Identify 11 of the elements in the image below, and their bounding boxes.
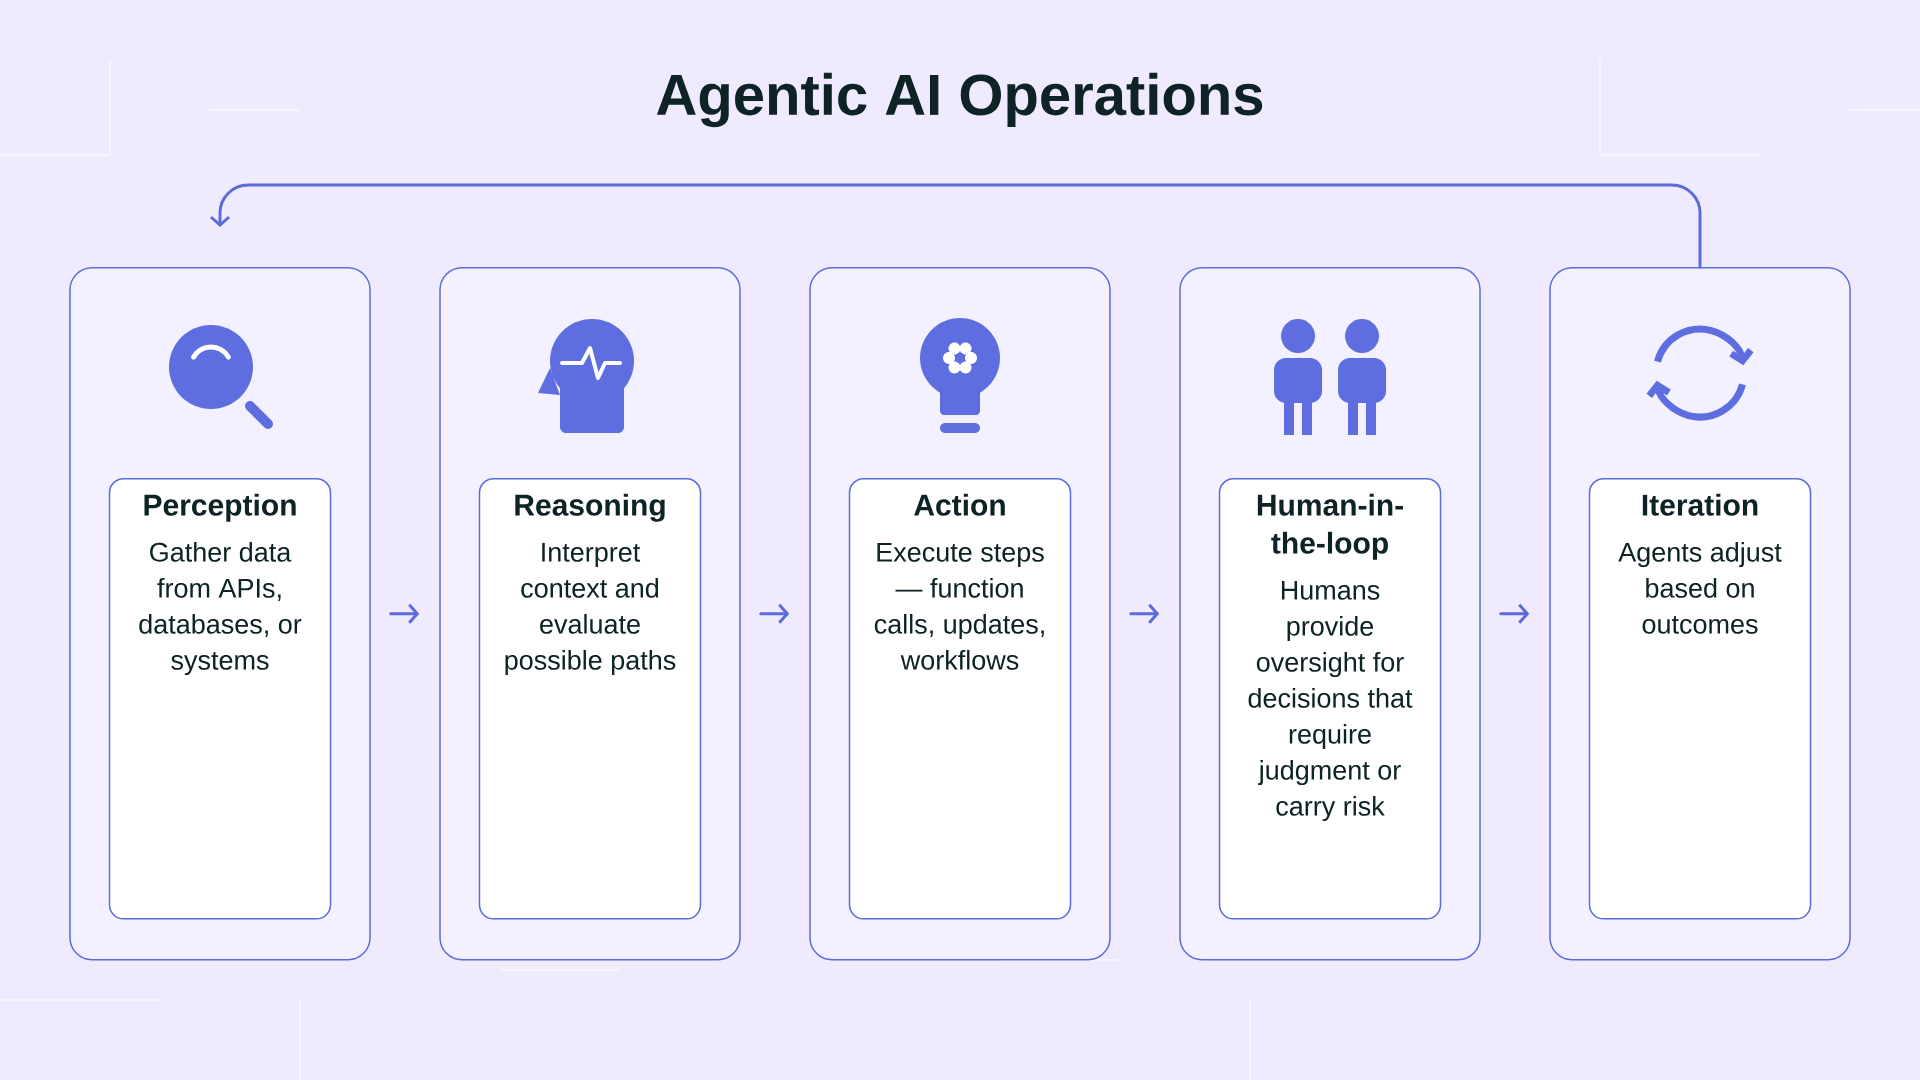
text-box: Iteration Agents adjust based on outcomes — [1588, 478, 1812, 920]
arrow — [759, 603, 790, 624]
text-box: Reasoning Interpret context and evaluate possible paths — [478, 478, 702, 920]
arrow — [389, 603, 420, 624]
text-box: Action Execute steps — function calls, updates, workflows — [848, 478, 1072, 920]
text-box: Human-in-the-loop Humans provide oversight for decisions that require judgment or carry risk — [1218, 478, 1442, 920]
arrow — [1129, 603, 1160, 624]
arrow — [210, 183, 1702, 269]
arrow — [1499, 603, 1530, 624]
title: Agentic AI Operations — [656, 72, 1263, 128]
text-box: Perception Gather data from APIs, databases, or systems — [108, 478, 332, 920]
